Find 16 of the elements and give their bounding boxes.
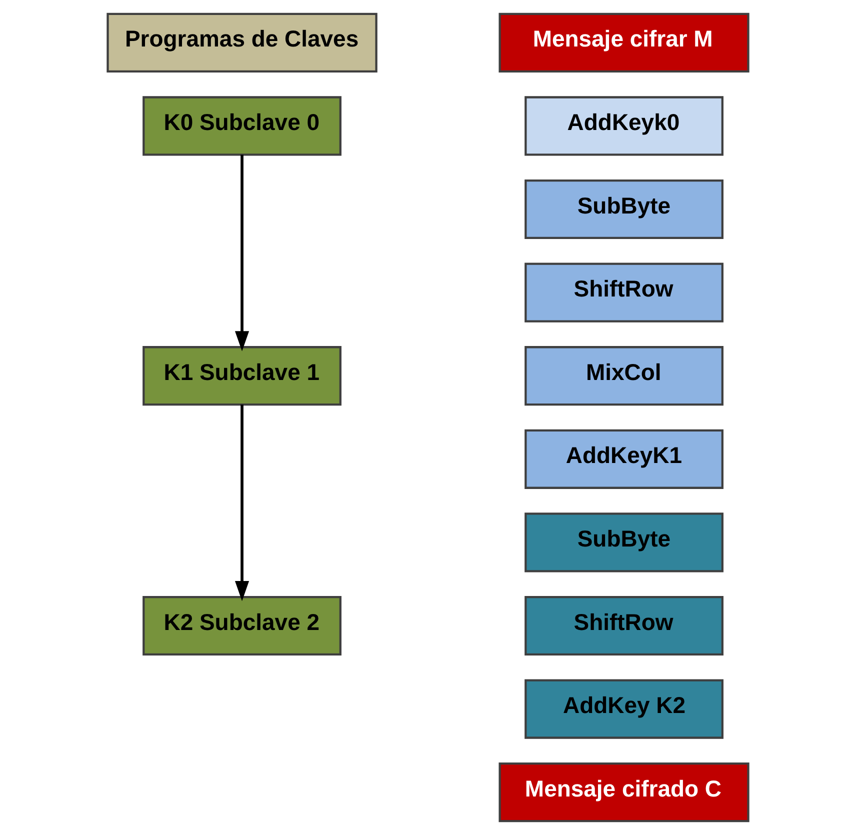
node-box: K1 Subclave 1 <box>142 346 342 406</box>
arrow <box>234 154 250 352</box>
node-box: SubByte <box>524 179 724 240</box>
node-box: Mensaje cifrar M <box>498 12 750 72</box>
node-box: ShiftRow <box>524 262 724 322</box>
node-box: AddKey K2 <box>524 679 724 739</box>
node-box: SubByte <box>524 512 724 572</box>
node-box: ShiftRow <box>524 596 724 656</box>
arrow <box>234 404 250 602</box>
node-box: Programas de Claves <box>106 12 378 72</box>
node-box: Mensaje cifrado C <box>498 762 750 822</box>
node-box: AddKeyk0 <box>524 96 724 156</box>
node-box: AddKeyK1 <box>524 429 724 489</box>
node-box: MixCol <box>524 346 724 406</box>
node-box: K2 Subclave 2 <box>142 596 342 656</box>
node-box: K0 Subclave 0 <box>142 96 342 156</box>
